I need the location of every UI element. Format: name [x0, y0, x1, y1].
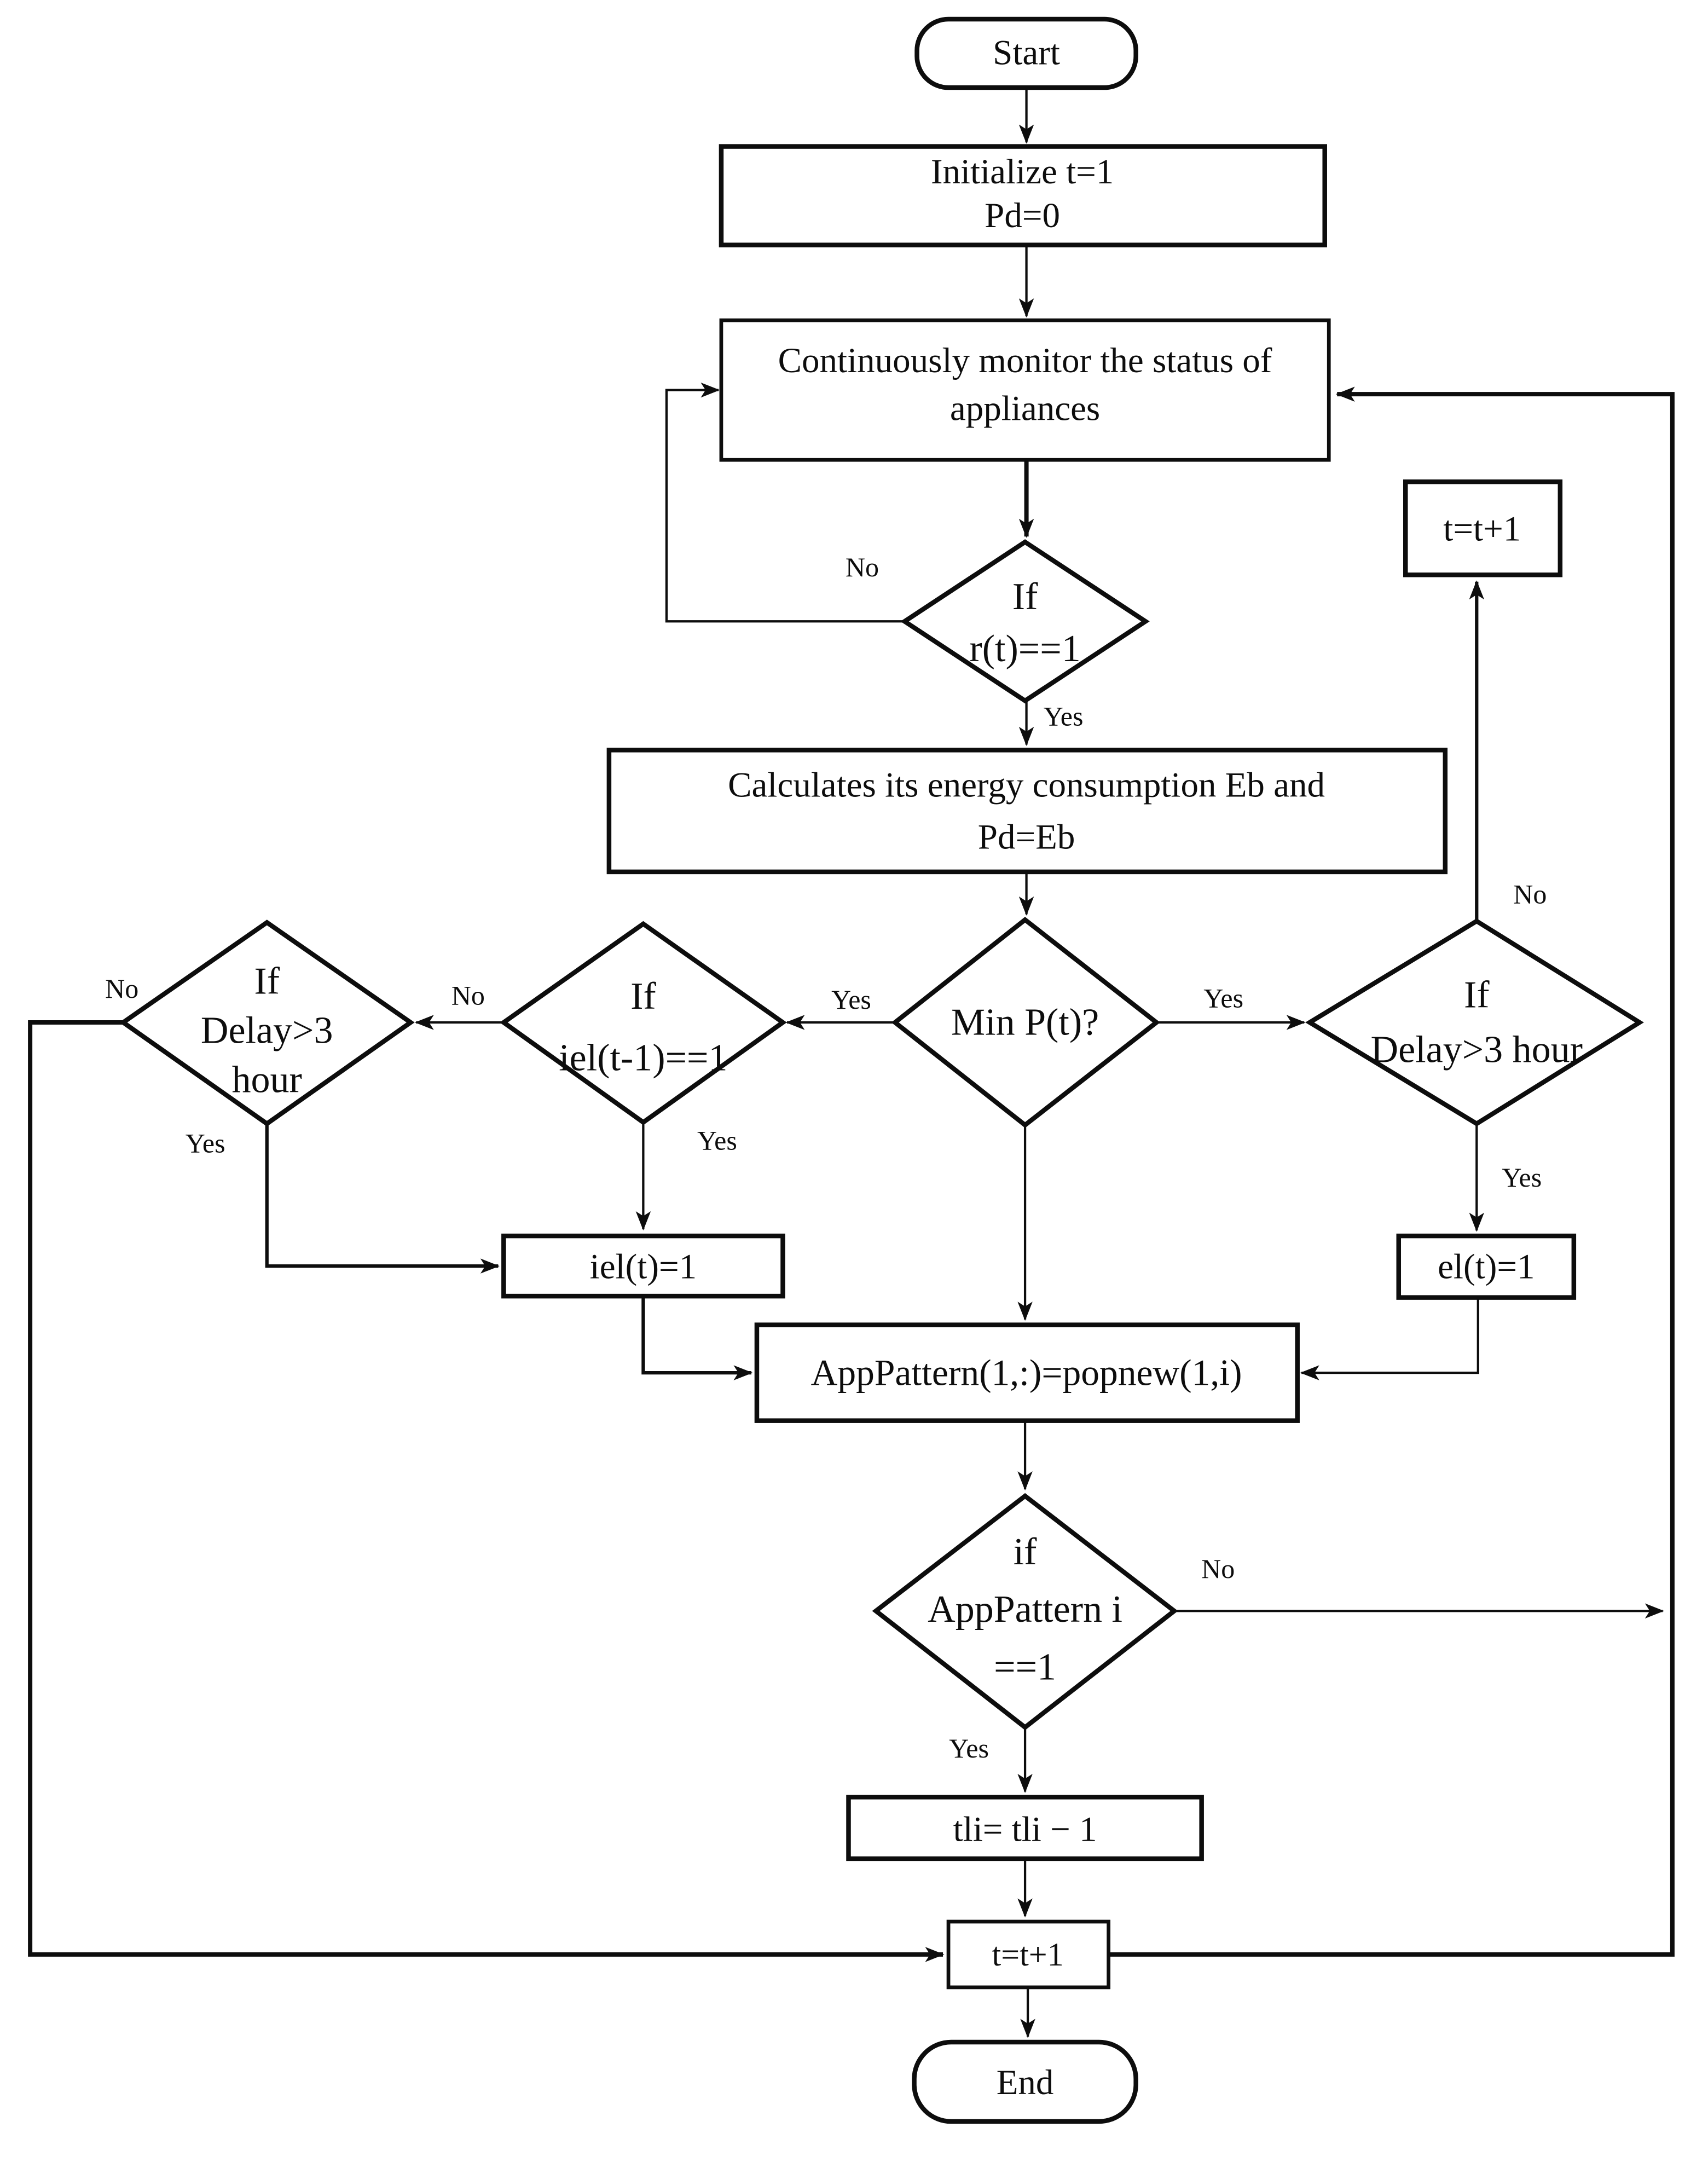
edge-label-r-yes: Yes	[1044, 701, 1084, 731]
app-pattern-check-line2: AppPattern i	[928, 1588, 1122, 1631]
start-label: Start	[993, 33, 1060, 73]
app-pattern-label: AppPattern(1,:)=popnew(1,i)	[811, 1352, 1242, 1394]
edge-label-apppattern-no: No	[1201, 1553, 1235, 1584]
iel-prev-line1: If	[630, 975, 656, 1017]
iel-set-label: iel(t)=1	[590, 1247, 697, 1287]
iel-prev-line2: iel(t-1)==1	[559, 1037, 727, 1079]
delay-right-diamond	[1305, 918, 1644, 1127]
t-increment-bottom-box	[946, 1920, 1110, 1990]
edge-label-minpower-yes-right: Yes	[1203, 982, 1243, 1013]
flow-node-labels: Start Initialize t=1 Pd=0 Continuously m…	[201, 33, 1583, 2102]
tli-decrement-label: tli= tli − 1	[953, 1809, 1097, 1849]
initialize-line2: Pd=0	[985, 196, 1060, 235]
t-increment-bottom-label: t=t+1	[992, 1936, 1064, 1973]
t-increment-top-box	[1403, 479, 1563, 577]
end-label: End	[997, 2063, 1054, 2102]
r-check-line1: If	[1012, 576, 1038, 618]
flow-arrow-delayleft-yes	[265, 1124, 500, 1274]
app-pattern-box	[754, 1322, 1300, 1423]
tli-decrement-box	[846, 1795, 1204, 1861]
flow-arrow-rcheck-no-loop	[665, 382, 905, 623]
calculate-line1: Calculates its energy consumption Eb and	[728, 765, 1325, 805]
end-terminator	[912, 2039, 1138, 2124]
flow-edge-labels: No Yes Yes Yes No Yes No Yes No Yes No Y…	[105, 552, 1547, 1764]
r-check-diamond	[900, 539, 1150, 704]
flow-arrow-ielset-to-apppattern	[641, 1296, 753, 1380]
delay-right-line2: Delay>3 hour	[1371, 1028, 1583, 1071]
delay-left-diamond	[119, 920, 415, 1127]
monitor-line1: Continuously monitor the status of	[778, 341, 1272, 380]
start-terminator	[914, 16, 1138, 90]
delay-left-line1: If	[254, 960, 280, 1002]
initialize-box	[719, 144, 1327, 247]
calculate-box	[606, 748, 1448, 875]
monitor-box	[719, 318, 1331, 462]
min-power-diamond	[891, 917, 1161, 1128]
iel-prev-diamond	[500, 921, 787, 1125]
edge-label-delayleft-yes: Yes	[186, 1128, 225, 1159]
edge-label-r-no: No	[846, 552, 879, 582]
edge-label-ielprev-yes: Yes	[697, 1125, 737, 1156]
flow-nodes	[119, 16, 1644, 2124]
r-check-line2: r(t)==1	[969, 628, 1080, 670]
flow-edges	[28, 88, 1675, 2038]
iel-set-box	[501, 1233, 785, 1299]
edge-label-ielprev-no: No	[451, 980, 485, 1010]
app-pattern-check-line1: if	[1014, 1531, 1037, 1573]
flow-arrow-delayleft-no-loop	[28, 1020, 945, 1962]
app-pattern-check-diamond	[872, 1493, 1178, 1731]
delay-right-line1: If	[1464, 974, 1490, 1016]
min-power-label: Min P(t)?	[951, 1001, 1099, 1043]
calculate-line2: Pd=Eb	[978, 817, 1075, 857]
el-set-label: el(t)=1	[1438, 1247, 1535, 1287]
flow-arrow-return-loop-to-monitor	[1108, 386, 1675, 1957]
t-increment-top-label: t=t+1	[1443, 510, 1521, 549]
delay-left-line2: Delay>3	[201, 1009, 333, 1051]
edge-label-delayleft-no: No	[105, 973, 138, 1004]
flow-arrow-elset-to-apppattern	[1300, 1297, 1479, 1380]
monitor-line2: appliances	[950, 389, 1100, 429]
initialize-line1: Initialize t=1	[931, 152, 1114, 192]
delay-left-line3: hour	[232, 1059, 302, 1101]
edge-label-apppattern-yes: Yes	[949, 1733, 989, 1764]
el-set-box	[1396, 1233, 1577, 1300]
edge-label-delayright-no: No	[1513, 878, 1547, 909]
edge-label-minpower-yes-left: Yes	[831, 984, 871, 1015]
edge-label-delayright-yes: Yes	[1502, 1162, 1542, 1193]
app-pattern-check-line3: ==1	[994, 1646, 1056, 1688]
